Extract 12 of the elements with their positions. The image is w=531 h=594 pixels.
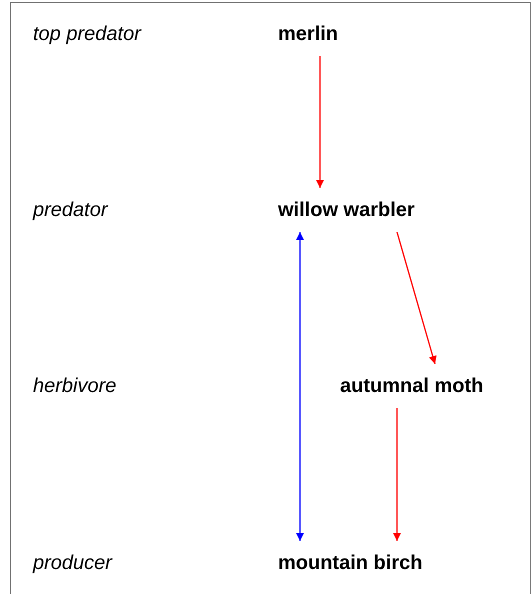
trophic-level-label: top predator (33, 22, 141, 46)
arrow (296, 232, 304, 541)
trophic-level-label: producer (33, 551, 112, 575)
species-name: merlin (278, 12, 338, 56)
species-name: mountain birch (278, 541, 422, 585)
arrow (316, 56, 324, 188)
species-name: autumnal moth (340, 364, 484, 408)
arrow (396, 232, 437, 364)
trophic-level-label: herbivore (33, 374, 116, 398)
trophic-level-label: predator (33, 198, 108, 222)
species-name: willow warbler (278, 188, 415, 232)
arrow (393, 408, 401, 541)
